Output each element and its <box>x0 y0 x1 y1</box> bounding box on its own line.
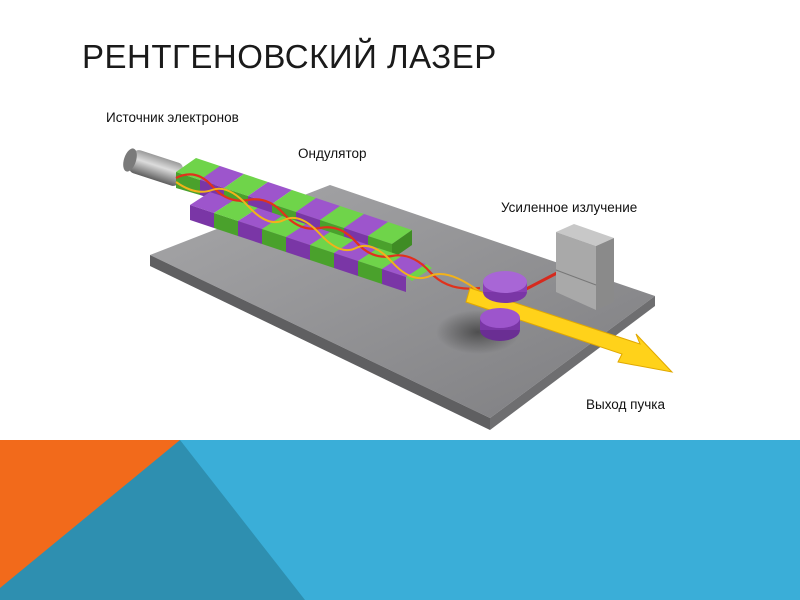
label-beam-output: Выход пучка <box>586 397 665 412</box>
band-orange <box>0 440 180 588</box>
label-undulator: Ондулятор <box>298 146 367 161</box>
lower-magnet-row <box>190 192 432 292</box>
label-electron-source: Источник электронов <box>106 110 239 125</box>
electron-wiggle-paths <box>175 173 481 293</box>
electron-source-gun <box>123 148 183 186</box>
label-amplified-radiation: Усиленное излучение <box>501 200 638 215</box>
slide-title: РЕНТГЕНОВСКИЙ ЛАЗЕР <box>82 38 497 75</box>
mirror-disks <box>480 271 527 341</box>
decorative-color-band <box>0 440 800 600</box>
xray-laser-diagram <box>123 148 674 430</box>
detector-block <box>555 224 614 310</box>
